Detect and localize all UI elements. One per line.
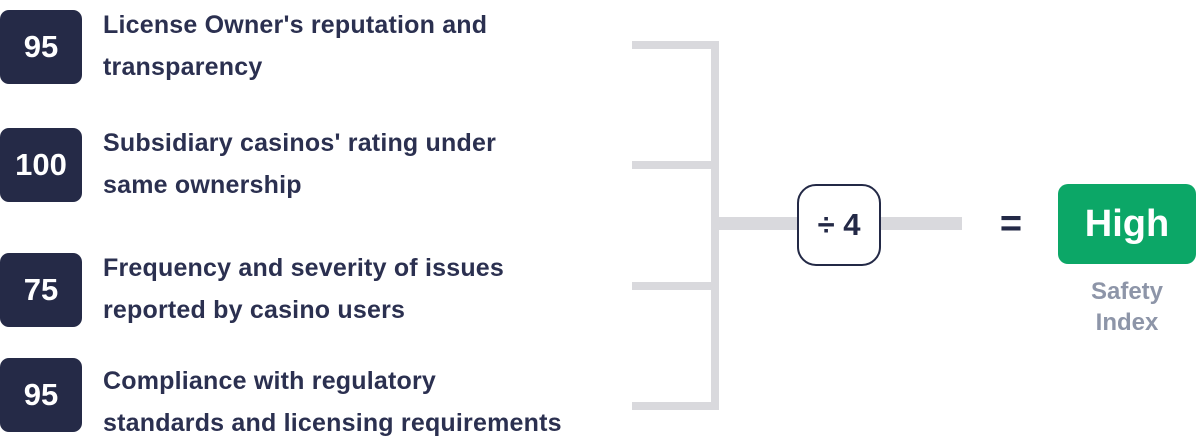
score-box-1: 95 — [0, 10, 82, 84]
criterion-3-line-2: reported by casino users — [103, 296, 406, 324]
connector-to-equals — [881, 217, 962, 230]
safety-index-badge: High — [1058, 184, 1196, 264]
criterion-2-line-1: Subsidiary casinos' rating under — [103, 129, 496, 157]
equals-sign: = — [999, 202, 1023, 245]
criterion-label-3: Frequency and severity of issues reporte… — [103, 247, 648, 331]
bracket-vertical-line — [711, 41, 719, 410]
criterion-3-line-1: Frequency and severity of issues — [103, 254, 505, 282]
criterion-label-2: Subsidiary casinos' rating under same ow… — [103, 122, 648, 206]
safety-index-caption: Safety Index — [1058, 276, 1196, 338]
score-box-3: 75 — [0, 253, 82, 327]
bracket-stub-1 — [632, 41, 719, 49]
divide-symbol: ÷ 4 — [817, 207, 861, 242]
bracket-stub-2 — [632, 161, 719, 169]
criterion-4-line-2: standards and licensing requirements — [103, 409, 562, 437]
criterion-4-line-1: Compliance with regulatory — [103, 367, 437, 395]
bracket-stub-3 — [632, 282, 719, 290]
connector-to-divider — [719, 217, 799, 230]
criterion-1-line-2: transparency — [103, 53, 263, 81]
criterion-1-line-1: License Owner's reputation and — [103, 11, 488, 39]
bracket-stub-4 — [632, 402, 719, 410]
criterion-2-line-2: same ownership — [103, 171, 302, 199]
score-box-2: 100 — [0, 128, 82, 202]
caption-line-2: Index — [1095, 309, 1159, 336]
caption-line-1: Safety — [1090, 278, 1164, 305]
criterion-label-1: License Owner's reputation and transpare… — [103, 4, 648, 88]
criterion-label-4: Compliance with regulatory standards and… — [103, 360, 648, 444]
score-box-4: 95 — [0, 358, 82, 432]
divide-by-four-box: ÷ 4 — [797, 184, 881, 266]
